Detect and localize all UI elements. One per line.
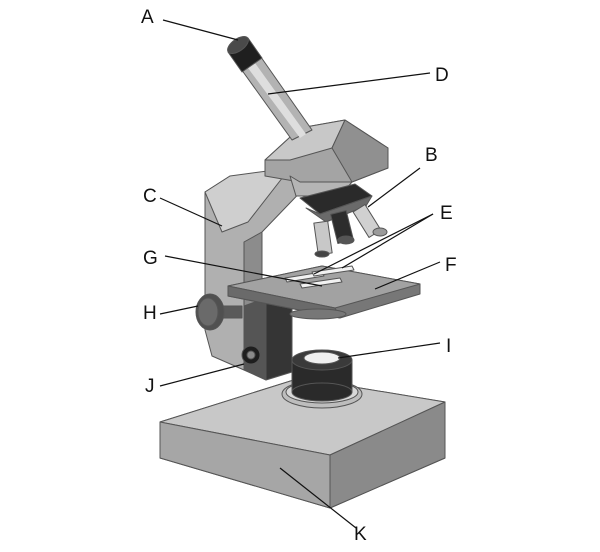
leader-line-b: [367, 167, 421, 208]
label-k: K: [354, 524, 367, 545]
leader-line-a: [162, 19, 239, 41]
leader-line-f: [374, 261, 441, 290]
leader-line-e2: [341, 213, 434, 269]
leader-lines: [159, 19, 441, 529]
leader-line-j: [159, 363, 245, 387]
leader-line-h: [159, 305, 199, 315]
label-f: F: [445, 255, 457, 276]
leader-line-k: [279, 467, 357, 529]
label-c: C: [143, 186, 157, 207]
leader-line-i: [337, 342, 441, 359]
leader-line-e1: [313, 213, 434, 275]
label-d: D: [435, 65, 449, 86]
label-h: H: [143, 303, 157, 324]
coarse-adjustment-knob: [195, 293, 243, 331]
leader-line-d: [267, 72, 431, 95]
stage-clips: [284, 265, 355, 289]
label-j: J: [145, 376, 155, 397]
light-source: [281, 349, 363, 409]
label-a: A: [141, 7, 154, 28]
label-e: E: [440, 203, 453, 224]
leader-line-c: [159, 197, 223, 227]
eyepiece: [227, 36, 263, 73]
revolving-nosepiece: [299, 183, 373, 223]
base: [159, 377, 446, 509]
label-b: B: [425, 145, 438, 166]
leader-line-g: [164, 255, 323, 287]
stage: [227, 265, 421, 320]
fine-adjustment-knob: [241, 345, 261, 365]
objective-lenses: [313, 204, 388, 258]
label-g: G: [143, 248, 158, 269]
label-i: I: [446, 336, 452, 357]
